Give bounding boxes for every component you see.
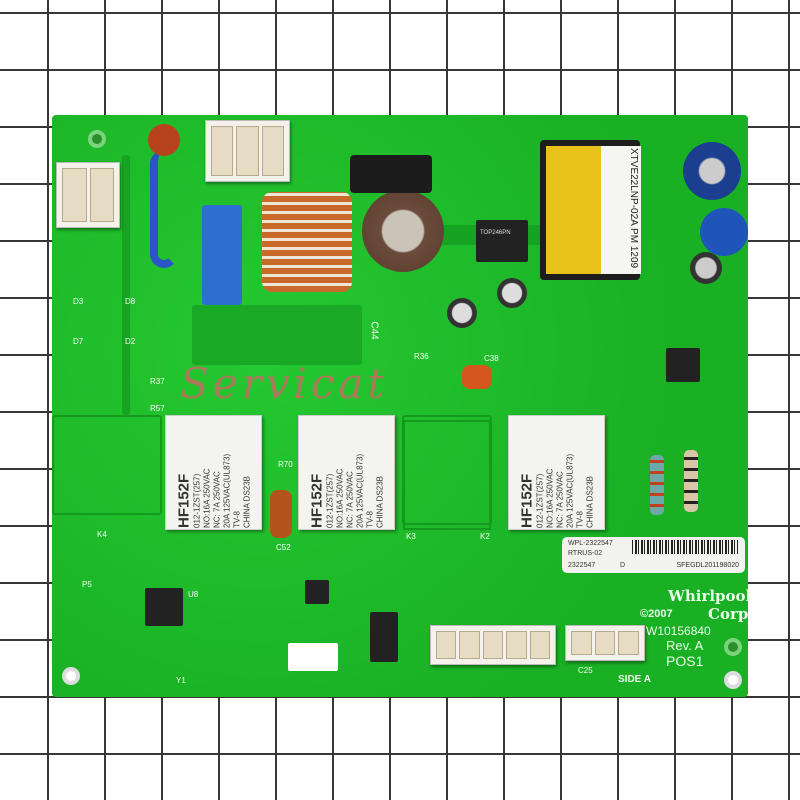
copyright: ©2007 (640, 608, 673, 620)
relay-line: NC: 7A 250VAC (555, 470, 564, 528)
silk-d2: D2 (125, 337, 136, 346)
transformer: XTVE22LNP-02A PM 1209 (540, 140, 641, 280)
capacitor-c52 (270, 490, 292, 538)
label-line2: RTRUS-02 (568, 550, 603, 557)
relay-line: 012-1ZST(257) (325, 473, 334, 528)
silk-c44: C44 (368, 321, 380, 340)
connector-top-6pin (205, 120, 290, 182)
ic-right (666, 348, 700, 382)
brand-name: Whirlpool (668, 587, 752, 605)
part-number: W10156840 (646, 624, 711, 638)
barcode (632, 540, 738, 554)
capacitor-small-1 (690, 252, 722, 284)
relay-model: HF152F (518, 473, 535, 528)
bulk-capacitor (362, 190, 444, 272)
relay-line: NO:16A 250VAC (202, 468, 211, 528)
silk-k3: K3 (406, 532, 416, 541)
silk-c38: C38 (484, 354, 499, 363)
ic-u2 (370, 612, 398, 662)
common-mode-choke (262, 192, 352, 292)
transformer-label: XTVE22LNP-02A PM 1209 (601, 146, 641, 274)
resistor-1 (650, 455, 664, 515)
relay-line: TV-8 (575, 510, 584, 528)
relay-k2: HF152F 012-1ZST(257) NO:16A 250VAC NC: 7… (508, 415, 605, 530)
relay-line: NC: 7A 250VAC (345, 470, 354, 528)
silk-u8: U8 (188, 590, 199, 599)
silk-d8: D8 (125, 297, 136, 306)
microcontroller (145, 588, 183, 626)
connector-bottom-3pin (565, 625, 645, 661)
silk-k2: K2 (480, 532, 490, 541)
relay-line: TV-8 (232, 510, 241, 528)
thermistor (148, 124, 180, 156)
relay-line: CHINA DS23B (375, 475, 384, 528)
relay-line: CHINA DS23B (242, 475, 251, 528)
silk-y1: Y1 (176, 676, 186, 685)
varistor (150, 150, 178, 268)
relay-line: 012-1ZST(257) (535, 473, 544, 528)
relay-k1: HF152F 012-1ZST(257) NO:16A 250VAC NC: 7… (298, 415, 395, 530)
brand-corp: Corp. (708, 605, 754, 623)
relay-model: HF152F (308, 473, 325, 528)
capacitor-blue-2 (700, 208, 748, 256)
silk-c52: C52 (276, 543, 291, 552)
silk-r37: R37 (150, 377, 165, 386)
relay-line: 012-1ZST(257) (192, 473, 201, 528)
silk-r70: R70 (278, 460, 293, 469)
bridge-rectifier (350, 155, 432, 193)
position: POS1 (666, 653, 704, 669)
relay-line: 20A 125VAC(UL873) (222, 453, 231, 528)
relay-line: NO:16A 250VAC (335, 468, 344, 528)
silk-d7: D7 (73, 337, 84, 346)
silk-r36: R36 (414, 352, 429, 361)
label-rev: D (620, 562, 626, 569)
capacitor-small-3 (497, 278, 527, 308)
relay-k3-footprint (403, 420, 491, 530)
relay-model: HF152F (175, 473, 192, 528)
silk-p5: P5 (82, 580, 92, 589)
label-serial: SFEGDL201198020 (676, 562, 739, 569)
ic-label: TOP246PN (480, 230, 511, 236)
silk-c25: C25 (578, 666, 593, 675)
relay-line: TV-8 (365, 510, 374, 528)
label-line3: 2322547 (568, 562, 596, 569)
silk-d3: D3 (73, 297, 84, 306)
barcode-label: WPL-2322547 RTRUS-02 2322547 D SFEGDL201… (562, 537, 745, 573)
capacitor-orange (462, 365, 492, 389)
relay-k4: HF152F 012-1ZST(257) NO:16A 250VAC NC: 7… (165, 415, 262, 530)
label-line1: WPL-2322547 (568, 540, 613, 547)
resistor-2 (684, 450, 698, 512)
silk-r57: R57 (150, 404, 165, 413)
switching-ic: TOP246PN (476, 220, 528, 262)
silk-k4: K4 (97, 530, 107, 539)
ic-u7 (305, 580, 329, 604)
relay-line: 20A 125VAC(UL873) (565, 453, 574, 528)
capacitor-small-2 (447, 298, 477, 328)
watermark: Servicat (180, 359, 389, 408)
connector-left-4pin (56, 162, 120, 228)
relay-line: 20A 125VAC(UL873) (355, 453, 364, 528)
revision: Rev. A (666, 638, 704, 653)
relay-line: NO:16A 250VAC (545, 468, 554, 528)
relay-line: NC: 7A 250VAC (212, 470, 221, 528)
relay-line: CHINA DS23B (585, 475, 594, 528)
capacitor-blue-1 (683, 142, 741, 200)
film-capacitor (202, 205, 242, 305)
side-label: SIDE A (618, 674, 651, 685)
connector-bottom-5pin (430, 625, 556, 665)
board-cutout (288, 643, 338, 671)
